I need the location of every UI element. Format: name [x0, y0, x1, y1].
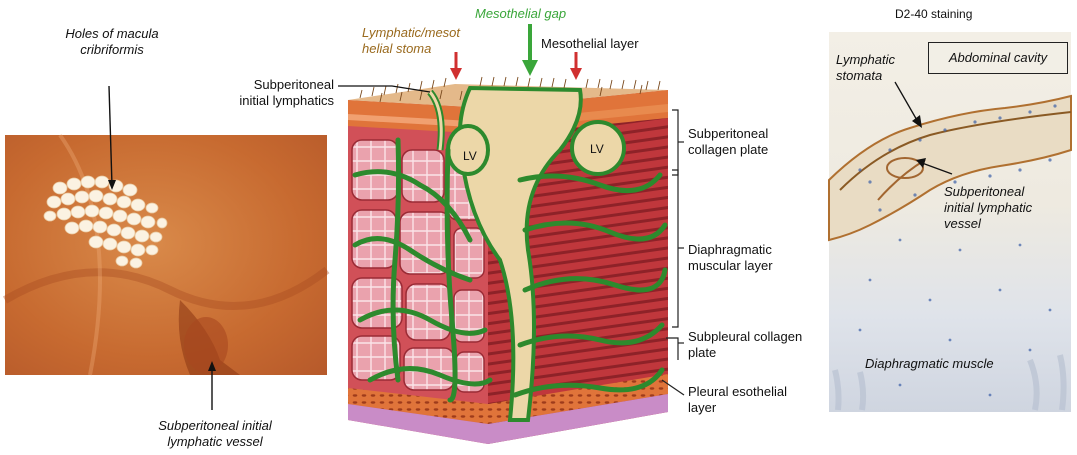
tissue-block-diagram	[338, 24, 668, 444]
lv-right-label: LV	[590, 141, 604, 157]
right-vessel-label: Subperitoneal initial lymphatic vessel	[944, 184, 1032, 232]
abdominal-cavity-label: Abdominal cavity	[928, 50, 1068, 66]
muscular-layer-label: Diaphragmatic muscular layer	[688, 242, 773, 274]
mesothelial-gap-label: Mesothelial gap	[475, 6, 566, 22]
collagen-plate-label: Subperitoneal collagen plate	[688, 126, 768, 158]
stomata-label: Lymphatic stomata	[836, 52, 895, 84]
staining-title: D2-40 staining	[895, 6, 972, 22]
macula-photograph	[5, 86, 327, 410]
pleural-layer-label: Pleural esothelial layer	[688, 384, 787, 416]
holes-label: Holes of macula cribriformis	[52, 26, 172, 58]
pleural-collagen-label: Subpleural collagen plate	[688, 329, 802, 361]
lv-left-label: LV	[463, 148, 477, 164]
muscle-label: Diaphragmatic muscle	[865, 356, 994, 372]
mesothelial-layer-label: Mesothelial layer	[541, 36, 639, 52]
stoma-label: Lymphatic/mesot helial stoma	[362, 25, 460, 57]
left-vessel-label: Subperitoneal initial lymphatic vessel	[130, 418, 300, 450]
initial-lymphatics-label: Subperitoneal initial lymphatics	[228, 77, 334, 109]
